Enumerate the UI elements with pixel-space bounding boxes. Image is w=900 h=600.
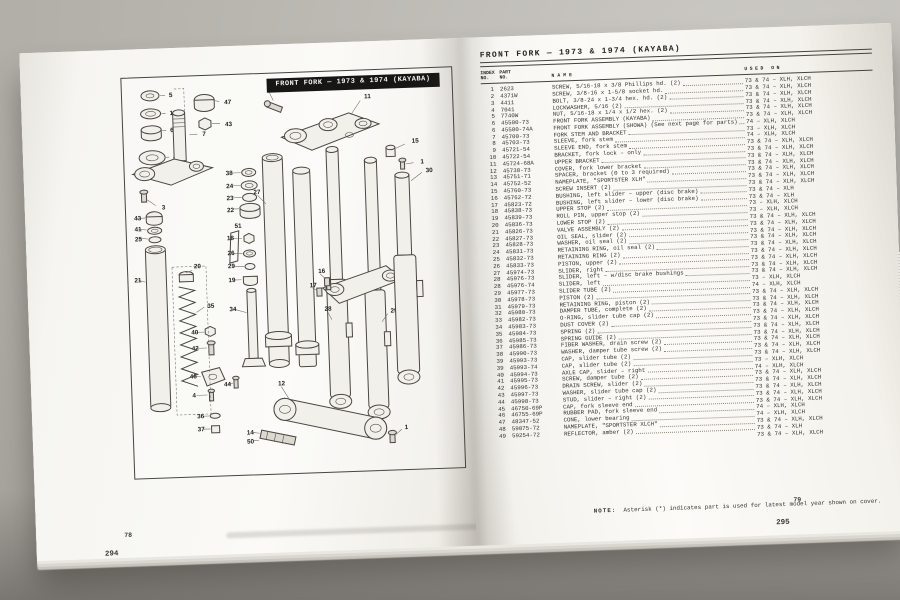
part-label: 29 bbox=[228, 263, 236, 270]
col-index-header: INDEX NO. bbox=[480, 70, 495, 81]
part-label: 30 bbox=[426, 167, 434, 174]
dot-leader bbox=[739, 123, 745, 125]
left-page-number-alt: 294 bbox=[104, 550, 119, 559]
part-label: 12 bbox=[278, 380, 286, 387]
part-label: 14 bbox=[247, 429, 255, 436]
part-label: 6 bbox=[170, 127, 174, 134]
left-page: FRONT FORK — 1973 & 1974 (KAYABA) 5 13 bbox=[19, 38, 477, 562]
part-label: 43 bbox=[134, 215, 142, 222]
slider-tubes bbox=[257, 153, 320, 368]
part-label: 40 bbox=[191, 329, 199, 336]
part-label: 17 bbox=[310, 282, 318, 289]
footnote-label: NOTE: bbox=[593, 506, 617, 515]
part-label: 47 bbox=[224, 99, 232, 106]
cap-and-nut bbox=[193, 93, 220, 131]
part-label: 16 bbox=[318, 268, 326, 275]
fork-stem-and-bracket bbox=[131, 109, 215, 206]
assembled-fork bbox=[312, 146, 404, 420]
part-label: 11 bbox=[364, 93, 371, 100]
part-label: 4 bbox=[192, 392, 196, 399]
part-label: 38 bbox=[226, 170, 234, 177]
parts-rows: 1 2623 SCREW, 5/16-18 x 3/8 Phillips hd.… bbox=[481, 74, 885, 448]
lower-bracket-group bbox=[252, 386, 402, 446]
show-through-text bbox=[226, 522, 477, 539]
part-label: 19 bbox=[228, 277, 236, 284]
right-slider bbox=[393, 171, 424, 385]
right-page-number: 79 bbox=[793, 496, 802, 504]
part-label: 24 bbox=[226, 183, 234, 190]
footnote: NOTE: Asterisk (*) indicates part is use… bbox=[594, 498, 882, 515]
exploded-fork-diagram: 5 13 6 45 bbox=[131, 85, 434, 446]
right-page-number-alt: 295 bbox=[776, 518, 790, 528]
part-label: 23 bbox=[226, 195, 234, 202]
fork-tube-and-spring bbox=[137, 211, 221, 434]
part-label: 28 bbox=[324, 306, 332, 313]
part-label: 22 bbox=[227, 207, 235, 214]
part-label: 50 bbox=[247, 438, 255, 445]
row-index: 49 bbox=[498, 432, 507, 440]
part-label: 37 bbox=[198, 426, 206, 433]
part-label: 51 bbox=[234, 223, 242, 230]
part-label: 29 bbox=[390, 307, 398, 314]
valve-and-damper-parts bbox=[228, 232, 267, 389]
dot-leader bbox=[566, 437, 755, 444]
part-label: 7 bbox=[202, 131, 206, 138]
row-part-number bbox=[512, 445, 564, 447]
part-label: 36 bbox=[197, 413, 205, 420]
open-book-spread: FRONT FORK — 1973 & 1974 (KAYABA) 5 13 bbox=[19, 22, 900, 562]
diagram-border-box: FRONT FORK — 1973 & 1974 (KAYABA) 5 13 bbox=[120, 66, 467, 480]
part-label: 1 bbox=[420, 158, 424, 165]
col-name-header: NAME bbox=[551, 72, 576, 79]
lower-hardware bbox=[193, 325, 226, 402]
part-label: 35 bbox=[207, 303, 215, 310]
part-label: 21 bbox=[134, 277, 142, 284]
left-page-number: 78 bbox=[124, 531, 133, 540]
part-label: 26 bbox=[227, 250, 235, 257]
part-label: 46 bbox=[190, 373, 198, 380]
part-label: 42 bbox=[192, 345, 200, 352]
part-label: 27 bbox=[253, 189, 261, 196]
parts-table: FRONT FORK — 1973 & 1974 (KAYABA) INDEX … bbox=[480, 38, 886, 448]
part-label: 3 bbox=[162, 204, 166, 211]
right-page: FRONT FORK — 1973 & 1974 (KAYABA) INDEX … bbox=[459, 22, 900, 546]
part-label: 5 bbox=[169, 92, 173, 99]
col-part-header: PART NO. bbox=[499, 69, 511, 81]
part-label: 34 bbox=[229, 306, 237, 313]
gasket-strip bbox=[229, 230, 240, 264]
part-label: 15 bbox=[412, 137, 420, 144]
part-label: 20 bbox=[194, 263, 202, 270]
part-label: 18 bbox=[227, 235, 235, 242]
part-label: 43 bbox=[225, 121, 233, 128]
upper-bracket-group bbox=[263, 91, 414, 170]
seal-rings-column bbox=[231, 167, 261, 219]
part-label: 41 bbox=[135, 226, 143, 233]
part-label: 25 bbox=[135, 236, 143, 243]
stem-hardware-stack bbox=[138, 88, 187, 169]
footnote-text: Asterisk (*) indicates part is used for … bbox=[623, 497, 882, 514]
part-label: 1 bbox=[405, 424, 409, 431]
part-label: 44 bbox=[224, 381, 232, 388]
